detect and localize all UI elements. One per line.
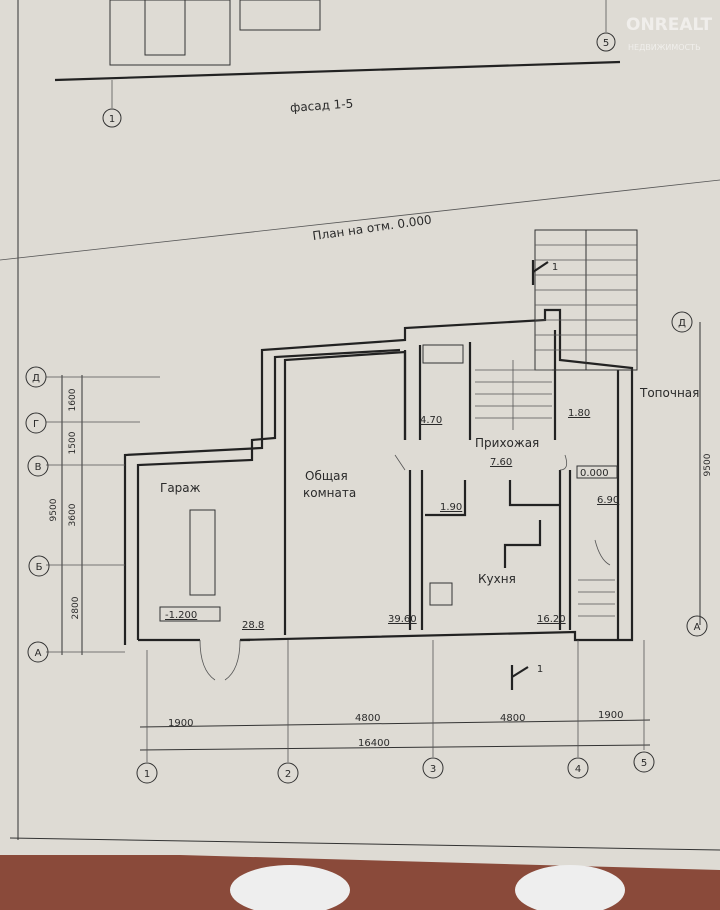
dim-4800-left: 4800 bbox=[355, 713, 380, 724]
svg-text:5: 5 bbox=[641, 758, 647, 769]
axis-row-Б: Б bbox=[28, 555, 50, 577]
sheet-border-bottom bbox=[9, 837, 720, 851]
garage-area: 28.8 bbox=[242, 620, 264, 631]
paper-sheet bbox=[0, 0, 720, 855]
dim-16400: 16400 bbox=[358, 738, 390, 749]
axis-right-А: А bbox=[686, 615, 708, 637]
svg-text:ONREALT: ONREALT bbox=[626, 15, 713, 35]
hall-area: 7.60 bbox=[490, 457, 512, 468]
svg-text:3: 3 bbox=[430, 764, 436, 775]
axis-right-Д: Д bbox=[671, 311, 693, 333]
svg-text:1: 1 bbox=[109, 114, 115, 125]
svg-text:Д: Д bbox=[678, 318, 686, 329]
watermark: ONREALT НЕДВИЖИМОСТЬ bbox=[626, 15, 713, 52]
axis-col-2: 2 bbox=[277, 762, 299, 784]
dim-1500: 1500 bbox=[68, 431, 78, 454]
dim-4800-right: 4800 bbox=[500, 713, 525, 724]
dim-1900-right: 1900 bbox=[598, 710, 623, 721]
shoe-right bbox=[515, 865, 625, 910]
axis-row-В: В bbox=[27, 455, 49, 477]
shoe-left bbox=[230, 865, 350, 910]
svg-text:Д: Д bbox=[32, 373, 40, 384]
svg-text:1: 1 bbox=[552, 262, 558, 273]
bath-area: 4.70 bbox=[420, 415, 442, 426]
bottom-dimension-lines bbox=[139, 640, 651, 762]
axis-row-Д: Д bbox=[25, 366, 47, 388]
dim-1900-left: 1900 bbox=[168, 718, 193, 729]
staircase-inner bbox=[475, 360, 615, 617]
walls bbox=[123, 308, 634, 645]
svg-text:НЕДВИЖИМОСТЬ: НЕДВИЖИМОСТЬ bbox=[628, 43, 701, 52]
svg-text:Б: Б bbox=[36, 562, 43, 573]
left-dimension-lines bbox=[46, 375, 160, 655]
stair-room-area: 6.90 bbox=[597, 495, 619, 506]
svg-text:1: 1 bbox=[537, 664, 543, 675]
svg-text:А: А bbox=[35, 648, 42, 659]
room-living-line1: Общая bbox=[305, 469, 348, 483]
stove-icon bbox=[429, 582, 453, 606]
boiler-small-area: 1.80 bbox=[568, 408, 590, 419]
paper-fold bbox=[0, 179, 720, 261]
dim-1600: 1600 bbox=[68, 388, 78, 411]
facade-fragment bbox=[54, 0, 621, 108]
section-mark-top: 1 bbox=[531, 260, 558, 285]
garage-pit bbox=[159, 509, 221, 622]
svg-text:1: 1 bbox=[144, 769, 150, 780]
bathtub-icon bbox=[422, 344, 464, 364]
svg-text:4: 4 bbox=[575, 764, 581, 775]
wc-area: 1.90 bbox=[440, 502, 462, 513]
dim-9500-left: 9500 bbox=[49, 498, 59, 521]
section-mark-bottom: 1 bbox=[510, 664, 543, 690]
axis-col-3: 3 bbox=[422, 757, 444, 779]
axis-col-4: 4 bbox=[567, 757, 589, 779]
svg-text:5: 5 bbox=[603, 38, 609, 49]
facade-axis-1: 1 bbox=[102, 108, 122, 128]
axis-row-Г: Г bbox=[25, 412, 47, 434]
facade-title: фасад 1-5 bbox=[290, 96, 354, 114]
room-boiler: Топочная bbox=[639, 386, 699, 400]
room-garage: Гараж bbox=[160, 481, 201, 495]
living-area: 39.60 bbox=[388, 614, 417, 625]
axis-row-А: А bbox=[27, 641, 49, 663]
room-kitchen: Кухня bbox=[478, 572, 516, 586]
kitchen-area: 16.20 bbox=[537, 614, 566, 625]
dim-9500-right: 9500 bbox=[703, 453, 713, 476]
facade-axis-5: 5 bbox=[596, 32, 616, 52]
doors bbox=[199, 454, 611, 681]
staircase-top bbox=[534, 229, 638, 371]
dim-3600: 3600 bbox=[68, 503, 78, 526]
garage-level: -1.200 bbox=[165, 610, 197, 621]
room-living-line2: комната bbox=[303, 486, 356, 500]
svg-text:В: В bbox=[35, 462, 42, 473]
floor-level-mark: 0.000 bbox=[576, 465, 618, 479]
dim-2800: 2800 bbox=[71, 596, 81, 619]
axis-col-1: 1 bbox=[136, 762, 158, 784]
room-hallway: Прихожая bbox=[475, 436, 539, 450]
axis-col-5: 5 bbox=[633, 751, 655, 773]
svg-text:Г: Г bbox=[33, 419, 39, 430]
svg-text:2: 2 bbox=[285, 769, 291, 780]
svg-text:0.000: 0.000 bbox=[580, 468, 609, 479]
svg-text:А: А bbox=[694, 622, 701, 633]
